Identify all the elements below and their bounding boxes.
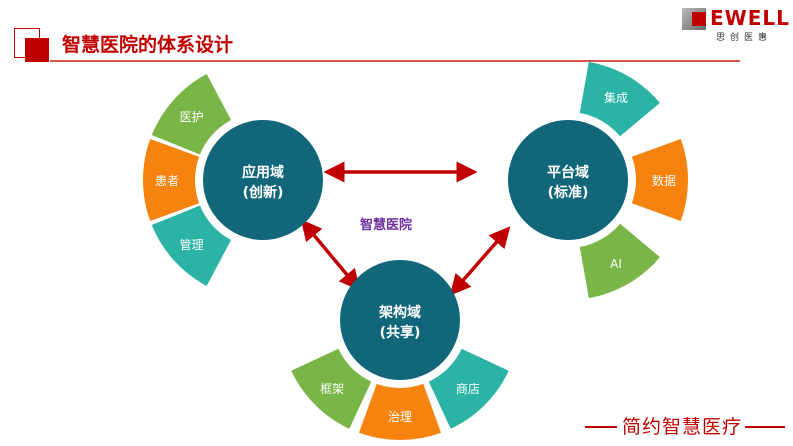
segment-患者 xyxy=(143,138,200,222)
segment-label: AI xyxy=(610,257,622,271)
arrow-app-arch xyxy=(300,219,361,291)
segment-label: 集成 xyxy=(604,90,628,105)
segment-AI xyxy=(579,223,660,299)
segment-label: 商店 xyxy=(456,381,480,396)
segment-label: 治理 xyxy=(388,410,412,424)
slogan-line-right xyxy=(745,426,785,428)
domain-subtitle: (标准) xyxy=(548,184,589,201)
logo-mark-icon xyxy=(682,8,706,30)
segment-管理 xyxy=(151,205,232,286)
segment-label: 管理 xyxy=(180,237,204,252)
domain-hub xyxy=(203,120,323,240)
slogan-line-left xyxy=(585,426,617,428)
center-label: 智慧医院 xyxy=(360,218,413,233)
title-decoration-fill xyxy=(25,38,49,62)
segment-治理 xyxy=(358,383,442,441)
segment-框架 xyxy=(291,348,372,429)
segment-label: 患者 xyxy=(155,174,179,188)
title-divider xyxy=(50,60,740,62)
segment-label: 医护 xyxy=(180,110,204,124)
segment-label: 框架 xyxy=(320,382,344,396)
footer-slogan: 简约智慧医疗 xyxy=(622,416,743,438)
domain-hub xyxy=(340,260,460,380)
segment-数据 xyxy=(631,138,688,222)
logo-subtitle: 思创医惠 xyxy=(716,33,773,43)
domain-hub xyxy=(508,120,628,240)
segment-商店 xyxy=(428,348,509,429)
logo-brand: EWELL xyxy=(710,6,790,30)
domain-subtitle: (共享) xyxy=(380,324,421,341)
domain-title: 平台域 xyxy=(547,164,589,181)
domain-title: 应用域 xyxy=(242,164,284,181)
segment-医护 xyxy=(151,74,232,155)
domain-title: 架构域 xyxy=(378,304,421,321)
arrow-platform-arch xyxy=(449,226,511,296)
page-title: 智慧医院的体系设计 xyxy=(62,34,234,56)
segment-集成 xyxy=(579,61,660,137)
segment-label: 数据 xyxy=(652,173,676,188)
domain-subtitle: (创新) xyxy=(243,184,284,201)
